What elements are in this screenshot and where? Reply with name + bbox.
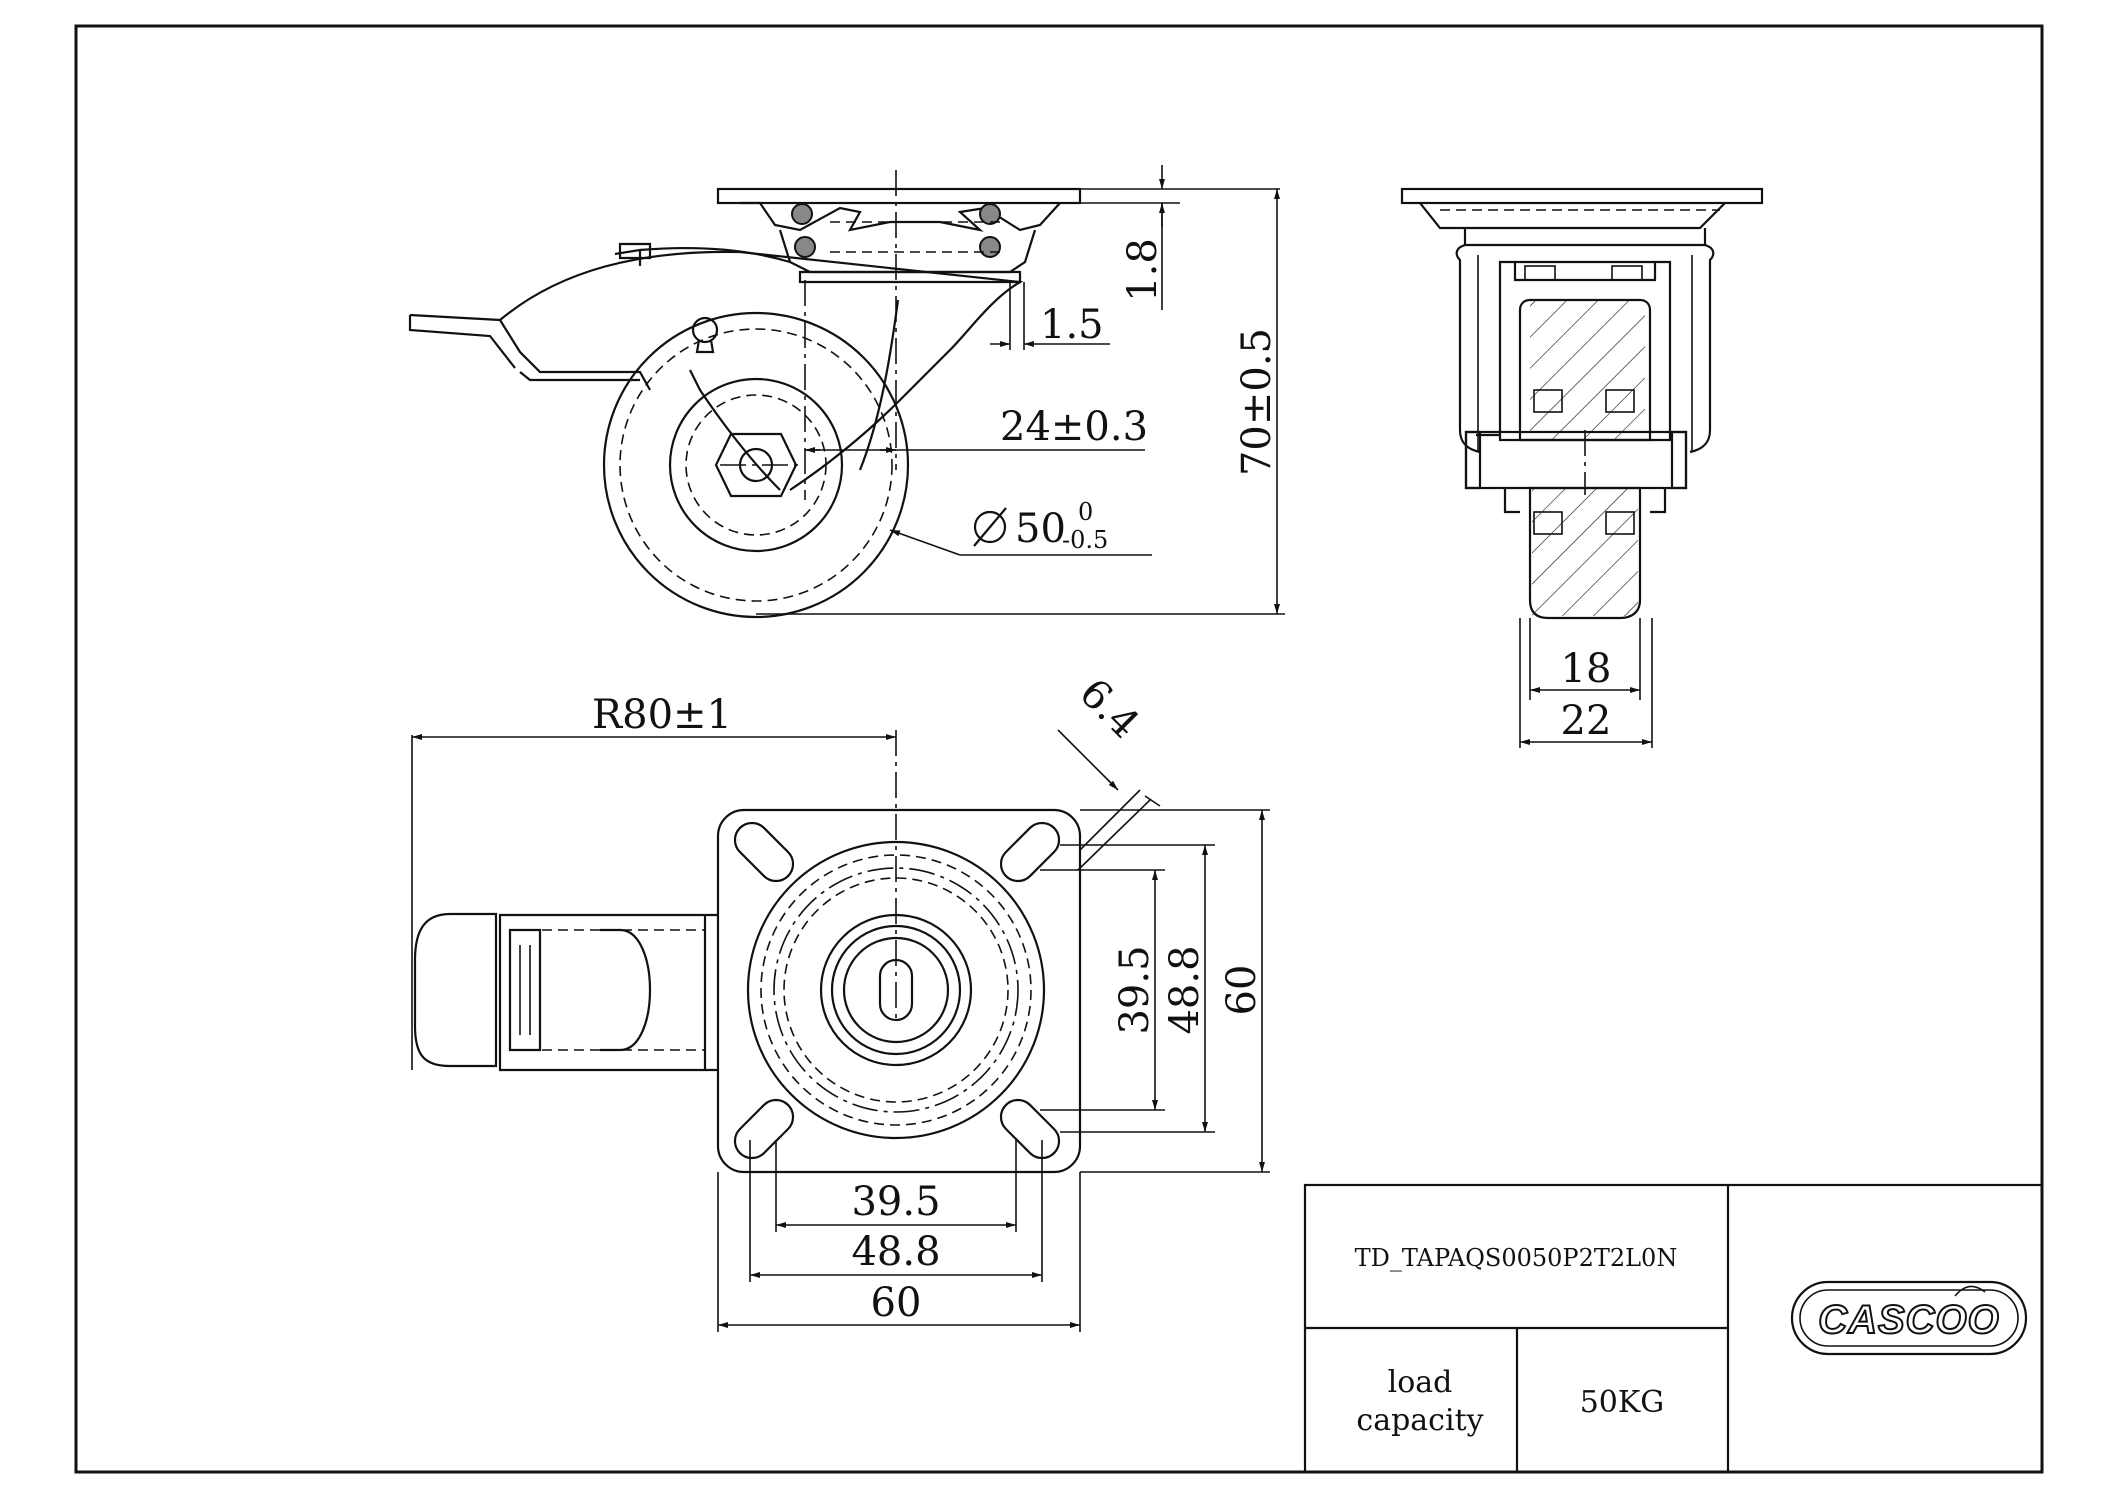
front-view: 18 22 (1400, 187, 1764, 748)
part-number: TD_TAPAQS0050P2T2L0N (1355, 1244, 1678, 1272)
top-plate (716, 808, 1082, 1174)
title-block: TD_TAPAQS0050P2T2L0N load capacity 50KG … (1303, 1183, 2044, 1474)
dim-hole-outer-v: 48.8 (1162, 945, 1208, 1034)
dim-hole-spacing-h: 39.5 (851, 1179, 940, 1225)
load-label-line1: load (1388, 1365, 1453, 1400)
dim-plate-v: 60 (1219, 965, 1265, 1016)
ball-bearing (791, 203, 813, 225)
dim-wheel-tol-lower: -0.5 (1062, 526, 1108, 554)
ball-bearing (979, 203, 1001, 225)
top-view: R80±1 6.4 39.5 48.8 60 39.5 48.8 60 (411, 670, 1270, 1332)
dim-offset: 1.5 (1040, 302, 1104, 348)
diameter-icon (973, 507, 1007, 547)
dim-plate-thickness: 1.8 (1120, 238, 1166, 302)
dim-plate-h: 60 (871, 1280, 922, 1326)
load-label-line2: capacity (1356, 1403, 1483, 1438)
ball-bearing (794, 236, 816, 258)
wheel-outer (602, 311, 910, 619)
dim-wheel-diameter: 50 (1015, 506, 1066, 552)
dim-height: 70±0.5 (1234, 328, 1280, 476)
dim-radius: R80±1 (592, 692, 732, 738)
load-value: 50KG (1580, 1385, 1665, 1420)
axle-nut (714, 432, 798, 498)
logo-text: CASCOO (1818, 1298, 2000, 1342)
dim-wheel-width: 18 (1561, 646, 1612, 692)
dim-fork-width: 22 (1561, 698, 1612, 744)
side-view: 1.8 1.5 70±0.5 24±0.3 50 0 -0.5 (408, 165, 1285, 619)
sheet-border (74, 24, 2044, 1474)
dim-hole-outer-h: 48.8 (851, 1229, 940, 1275)
ball-bearing (979, 236, 1001, 258)
dim-slot: 6.4 (1070, 670, 1148, 748)
company-logo: CASCOO (1790, 1280, 2028, 1356)
dim-wheel-tol-upper: 0 (1078, 498, 1093, 526)
dim-swivel-offset: 24±0.3 (1000, 404, 1148, 450)
dim-hole-spacing-v: 39.5 (1112, 945, 1158, 1034)
